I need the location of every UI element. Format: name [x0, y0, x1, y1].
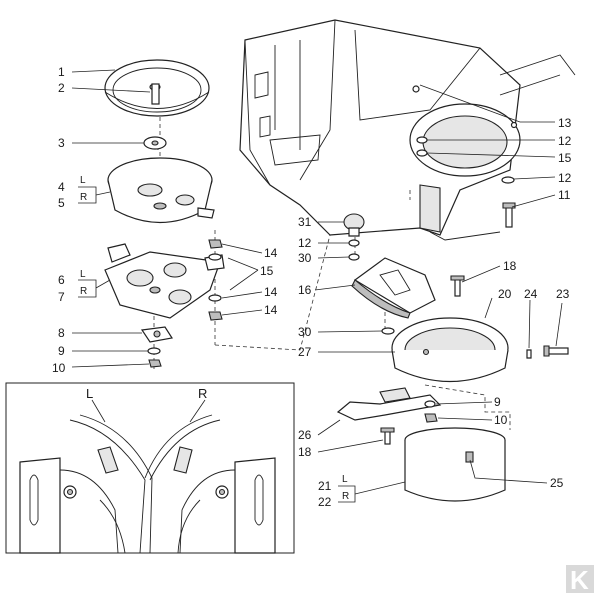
label-4-side: L	[80, 175, 86, 186]
label-7: 7	[58, 290, 65, 304]
part-nuts-14-15	[208, 239, 223, 321]
label-3: 3	[58, 136, 65, 150]
inset-label-left: L	[86, 386, 93, 401]
label-21: 21	[318, 479, 332, 493]
label-5: 5	[58, 196, 65, 210]
part-washer-9a	[147, 347, 161, 355]
label-1: 1	[58, 65, 65, 79]
label-12c: 12	[298, 236, 312, 250]
inset-left-view	[19, 414, 153, 554]
label-30a: 30	[298, 251, 312, 265]
part-washer-30a	[348, 253, 360, 261]
label-12b: 12	[558, 171, 572, 185]
part-bolt-18a	[450, 275, 465, 297]
label-24: 24	[524, 287, 538, 301]
part-nut-10a	[148, 359, 162, 368]
part-knob-31	[343, 213, 365, 237]
label-7-side: R	[80, 286, 87, 297]
leader-lines	[71, 69, 563, 503]
part-nut-10b	[424, 413, 438, 423]
label-15b: 15	[558, 151, 572, 165]
label-14b: 14	[264, 285, 278, 299]
label-10a: 10	[52, 361, 66, 375]
part-bracket-8	[140, 326, 173, 343]
brand-logo-text: K	[570, 565, 589, 595]
part-washer-9b	[424, 400, 436, 408]
label-22: 22	[318, 495, 332, 509]
label-14a: 14	[264, 246, 278, 260]
label-20: 20	[498, 287, 512, 301]
inset-right-view	[144, 414, 276, 554]
part-sleeve-21-22	[404, 427, 506, 502]
label-16: 16	[298, 283, 312, 297]
part-plate-6-7	[104, 243, 225, 319]
part-labels: 1 2 3 4 L 5 R 6 L 7 R 8 9 10 14 15 14 14…	[52, 65, 572, 509]
part-lever-26	[336, 387, 442, 421]
part-bolt-23	[543, 345, 569, 357]
part-bowl-4-5	[107, 157, 215, 224]
part-sector-16	[351, 257, 436, 319]
label-4: 4	[58, 180, 65, 194]
label-22-side: R	[342, 491, 349, 502]
label-10b: 10	[494, 413, 508, 427]
label-18a: 18	[503, 259, 517, 273]
part-bolt-18b	[380, 427, 395, 445]
label-8: 8	[58, 326, 65, 340]
label-15a: 15	[260, 264, 274, 278]
part-bolt-2	[151, 83, 160, 105]
part-washer-30b	[381, 327, 395, 335]
label-26: 26	[298, 428, 312, 442]
machine-frame	[239, 19, 576, 241]
label-6: 6	[58, 273, 65, 287]
label-11: 11	[558, 188, 571, 202]
part-ring-20-27	[391, 317, 509, 382]
inset-label-right: R	[198, 386, 207, 401]
part-washer-3	[143, 136, 167, 150]
label-21-side: L	[342, 474, 348, 485]
part-washer-12c	[348, 239, 360, 247]
label-5-side: R	[80, 192, 87, 203]
label-6-side: L	[80, 269, 86, 280]
part-pin-24	[526, 349, 532, 359]
label-2: 2	[58, 81, 65, 95]
label-31: 31	[298, 215, 312, 229]
label-9b: 9	[494, 395, 501, 409]
label-27: 27	[298, 345, 312, 359]
label-12a: 12	[558, 134, 572, 148]
label-25: 25	[550, 476, 564, 490]
label-18b: 18	[298, 445, 312, 459]
label-30b: 30	[298, 325, 312, 339]
brand-logo: K	[566, 565, 594, 595]
label-23: 23	[556, 287, 570, 301]
label-13: 13	[558, 116, 572, 130]
label-14c: 14	[264, 303, 278, 317]
label-9a: 9	[58, 344, 65, 358]
